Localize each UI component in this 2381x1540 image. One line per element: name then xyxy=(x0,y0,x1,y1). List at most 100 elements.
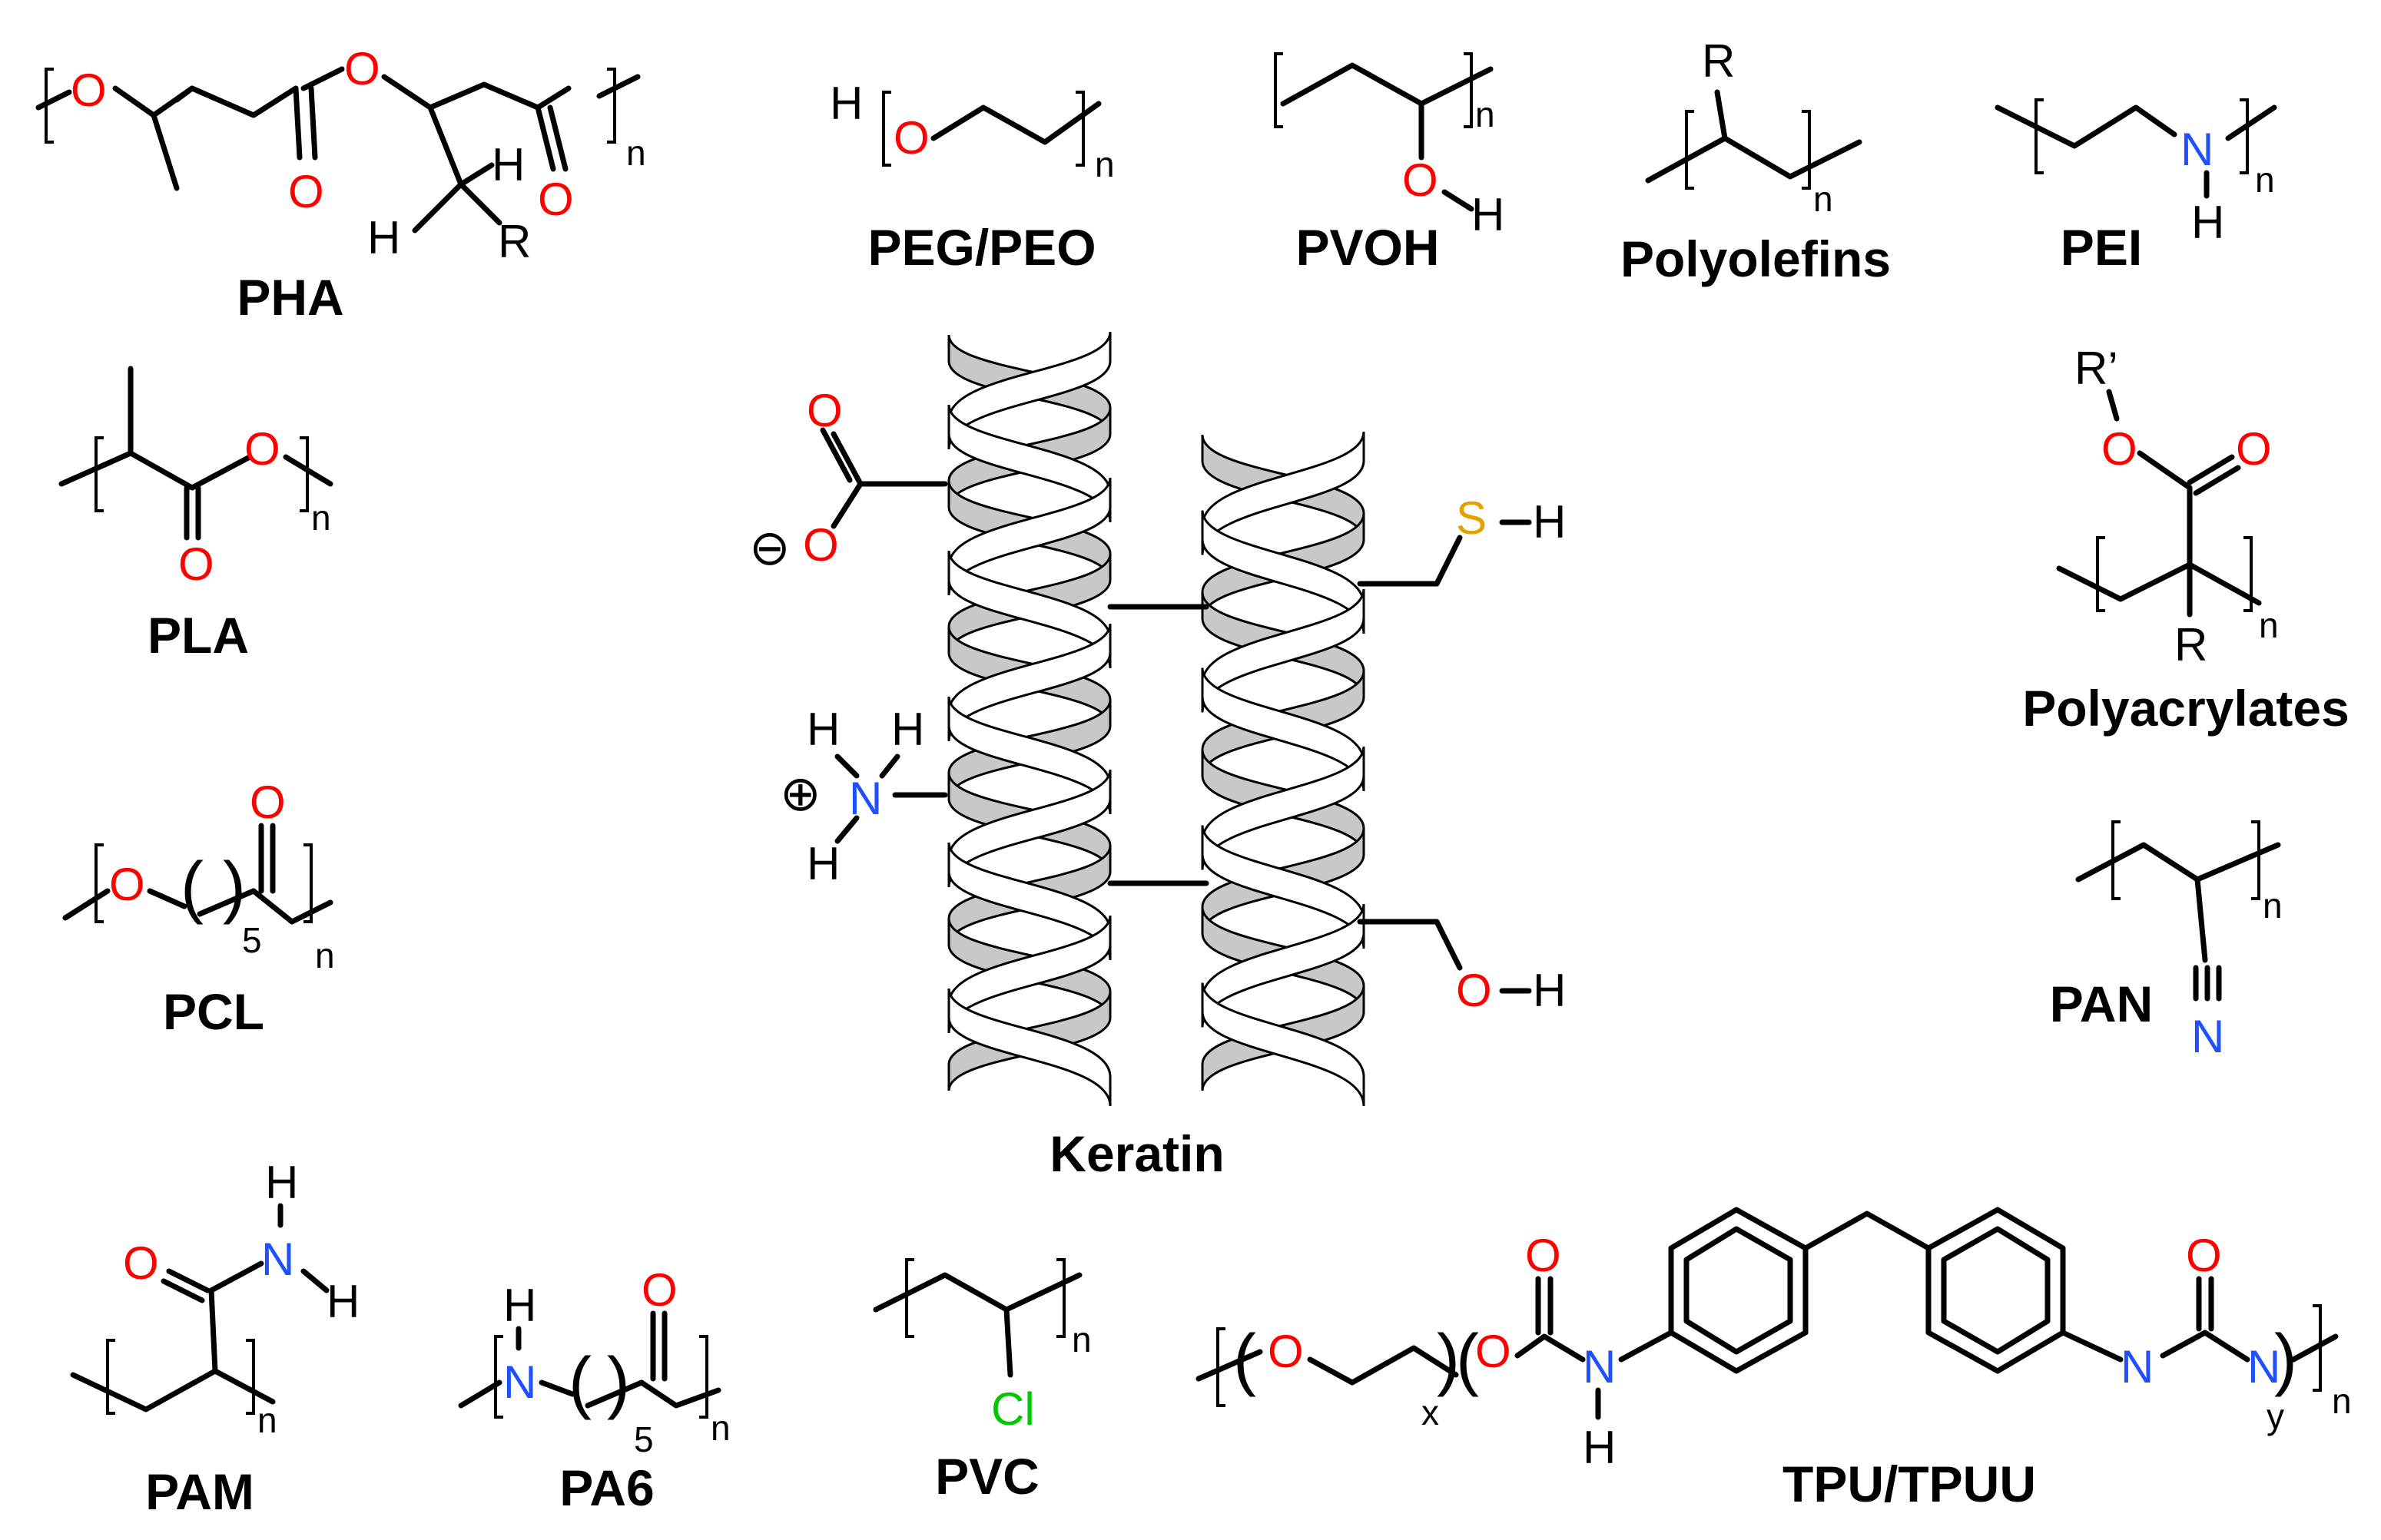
pa6-label: PA6 xyxy=(559,1459,655,1516)
keratin-helix-right-front-segment xyxy=(1201,982,1365,1107)
pa6-paren-open: ( xyxy=(569,1344,592,1421)
polyolefins-label: Polyolefins xyxy=(1620,230,1891,287)
pla-n: n xyxy=(311,498,331,538)
polyacrylates-label: Polyacrylates xyxy=(2022,680,2349,737)
peg-n: n xyxy=(1095,144,1115,184)
pam-label: PAM xyxy=(145,1463,254,1520)
pei-label: PEI xyxy=(2061,219,2142,276)
peg-h: H xyxy=(830,78,863,129)
pvoh-o: O xyxy=(1402,154,1438,206)
pvc-n: n xyxy=(1072,1320,1092,1360)
polyacrylates-o2: O xyxy=(2236,423,2272,475)
keratin-plus-charge: ⊕ xyxy=(780,766,821,821)
pei-n-atom: N xyxy=(2180,124,2214,175)
keratin-ammonium-n: N xyxy=(849,773,882,824)
pvc-structure: Cl n PVC xyxy=(873,1258,1092,1505)
pvoh-structure: n O H PVOH xyxy=(1274,52,1504,276)
keratin-ammonium-h2: H xyxy=(891,704,924,755)
pha-h1: H xyxy=(492,139,525,190)
pla-o2: O xyxy=(244,423,280,475)
pvoh-h: H xyxy=(1471,189,1504,240)
keratin-hydroxyl-o: O xyxy=(1456,965,1492,1016)
peg-label: PEG/PEO xyxy=(867,219,1096,276)
pam-h2: H xyxy=(327,1276,360,1327)
pcl-o2: O xyxy=(250,777,286,828)
tpu-n3: N xyxy=(2247,1341,2280,1393)
keratin-thiol-s: S xyxy=(1456,492,1487,544)
pan-label: PAN xyxy=(2050,975,2153,1032)
pam-n-atom: N xyxy=(261,1234,294,1285)
pha-label: PHA xyxy=(237,269,343,326)
keratin-carboxyl-o1: O xyxy=(807,385,843,436)
pha-r: R xyxy=(498,216,531,267)
peg-o: O xyxy=(894,112,930,164)
tpu-label: TPU/TPUU xyxy=(1782,1456,2036,1512)
keratin-helix-right xyxy=(1201,431,1365,1107)
pcl-label: PCL xyxy=(163,983,264,1040)
tpu-structure: ( O ) x ( O O N H N O N ) y n TPU/TPUU xyxy=(1195,1207,2352,1512)
pha-o4: O xyxy=(538,174,574,225)
tpu-o2: O xyxy=(1475,1326,1511,1377)
pam-n: n xyxy=(257,1400,277,1440)
pla-structure: O O n PLA xyxy=(58,366,333,664)
pla-label: PLA xyxy=(148,607,249,664)
pei-structure: N H n PEI xyxy=(1995,98,2277,276)
pan-n-atom: N xyxy=(2191,1011,2224,1062)
peg-structure: H O n PEG/PEO xyxy=(830,78,1115,276)
polyolefins-structure: R n Polyolefins xyxy=(1620,35,1891,287)
tpu-paren-open-1: ( xyxy=(1233,1321,1256,1398)
pa6-n-atom: N xyxy=(503,1356,536,1408)
pla-o1: O xyxy=(178,538,214,590)
tpu-n2: N xyxy=(2121,1341,2154,1393)
tpu-o3: O xyxy=(1525,1230,1561,1281)
pha-o3: O xyxy=(344,43,380,94)
keratin-helix-left xyxy=(947,331,1112,1107)
keratin-ammonium-h1: H xyxy=(807,704,840,755)
pcl-n: n xyxy=(315,936,335,975)
pa6-o: O xyxy=(642,1264,678,1316)
pha-o2: O xyxy=(288,166,324,217)
tpu-o4: O xyxy=(2186,1230,2222,1281)
pha-structure: O O O H H R O n PHA xyxy=(35,43,646,326)
keratin-structure: O O ⊖ N H H H ⊕ S H O H Keratin xyxy=(749,331,1566,1182)
polyacrylates-r: R xyxy=(2174,619,2207,671)
pan-n: n xyxy=(2263,886,2283,926)
pcl-o1: O xyxy=(109,859,145,910)
pam-h1: H xyxy=(265,1157,298,1208)
keratin-ammonium-h3: H xyxy=(807,838,840,889)
tpu-y: y xyxy=(2267,1396,2284,1436)
pha-h2: H xyxy=(367,212,400,263)
pvoh-label: PVOH xyxy=(1295,219,1439,276)
pvoh-n: n xyxy=(1475,94,1495,134)
tpu-x: x xyxy=(1421,1393,1439,1432)
pam-o: O xyxy=(123,1237,159,1289)
tpu-paren-close-1: ) xyxy=(1437,1321,1460,1398)
pha-n: n xyxy=(626,133,646,173)
tpu-o1: O xyxy=(1268,1326,1304,1377)
pa6-paren-close: ) xyxy=(607,1344,630,1421)
keratin-label: Keratin xyxy=(1050,1125,1224,1182)
polyacrylates-rprime: R’ xyxy=(2074,343,2118,394)
pcl-paren-close: ) xyxy=(223,849,246,926)
keratin-thiol-h: H xyxy=(1533,496,1566,548)
pam-structure: H N H O n PAM xyxy=(70,1157,360,1520)
polyacrylates-n: n xyxy=(2259,605,2279,645)
keratin-hydroxyl-h: H xyxy=(1533,965,1566,1016)
tpu-h: H xyxy=(1583,1422,1616,1473)
pa6-n: n xyxy=(711,1408,731,1448)
pa6-five: 5 xyxy=(634,1419,654,1459)
keratin-carboxyl-o2: O xyxy=(803,519,839,571)
pcl-structure: O ( ) 5 O n PCL xyxy=(62,777,335,1040)
keratin-helix-left-front-segment xyxy=(947,988,1112,1107)
pan-structure: N n PAN xyxy=(2050,820,2283,1062)
pvc-label: PVC xyxy=(935,1448,1040,1505)
polyacrylates-o1: O xyxy=(2101,423,2137,475)
keratin-minus-charge: ⊖ xyxy=(749,520,791,575)
polyacrylates-structure: R’ O O R n Polyacrylates xyxy=(2022,343,2349,737)
polyolefins-n: n xyxy=(1813,179,1833,219)
tpu-n1: N xyxy=(1583,1341,1616,1393)
pvc-cl: Cl xyxy=(991,1383,1035,1435)
pei-h: H xyxy=(2191,197,2224,248)
